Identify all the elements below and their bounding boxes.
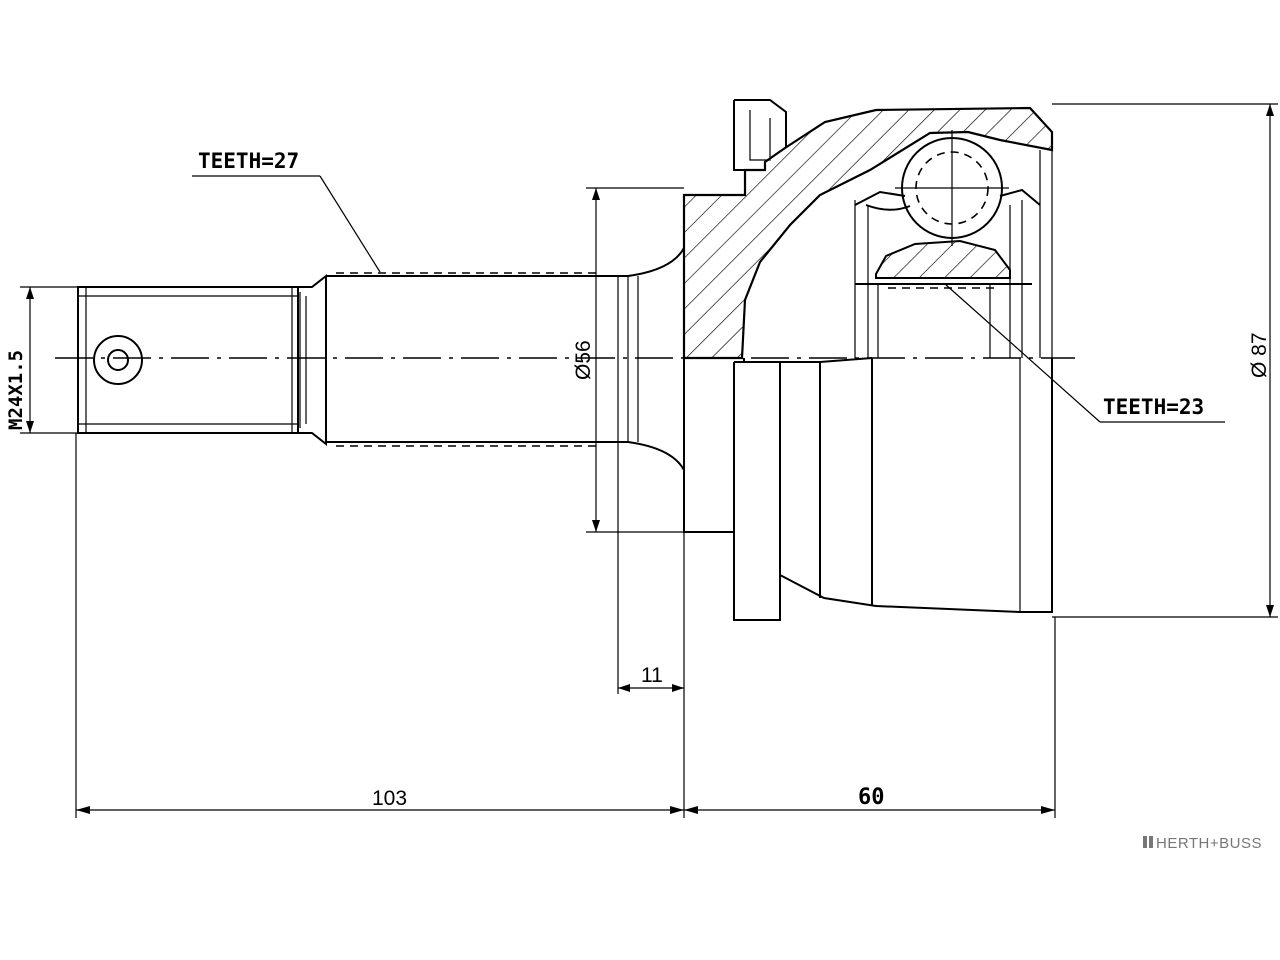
cotter-pin-hole (93, 335, 143, 385)
housing-exterior-lower (683, 357, 1053, 621)
teeth-shaft-callout: TEETH=27 (192, 149, 381, 273)
housing-section-upper (682, 99, 1054, 360)
length-dimensions: 103 60 (75, 433, 1056, 818)
splined-shaft (326, 247, 685, 471)
inner-race (854, 150, 1053, 358)
shaft-diameter-dimension: Ø56 (572, 187, 684, 533)
housing-length-label: 60 (858, 785, 885, 810)
flange-offset-dimension: 11 (617, 442, 685, 694)
shaft-length-label: 103 (372, 787, 407, 810)
shaft-diameter-label: Ø56 (572, 340, 595, 380)
housing-diameter-dimension: Ø 87 (1052, 103, 1278, 618)
brand-logo: HERTH+BUSS (1143, 835, 1262, 852)
ball (895, 130, 1009, 246)
thread-label: M24X1.5 (5, 350, 27, 430)
brand-name: HERTH+BUSS (1156, 835, 1262, 852)
teeth-hub-label: TEETH=23 (1103, 395, 1204, 419)
flange-offset-label: 11 (641, 664, 663, 687)
teeth-hub-callout: TEETH=23 (944, 283, 1225, 423)
teeth-shaft-label: TEETH=27 (198, 149, 299, 173)
thread-dimension: M24X1.5 (5, 286, 78, 434)
housing-diameter-label: Ø 87 (1248, 332, 1271, 378)
threaded-end (77, 273, 327, 447)
